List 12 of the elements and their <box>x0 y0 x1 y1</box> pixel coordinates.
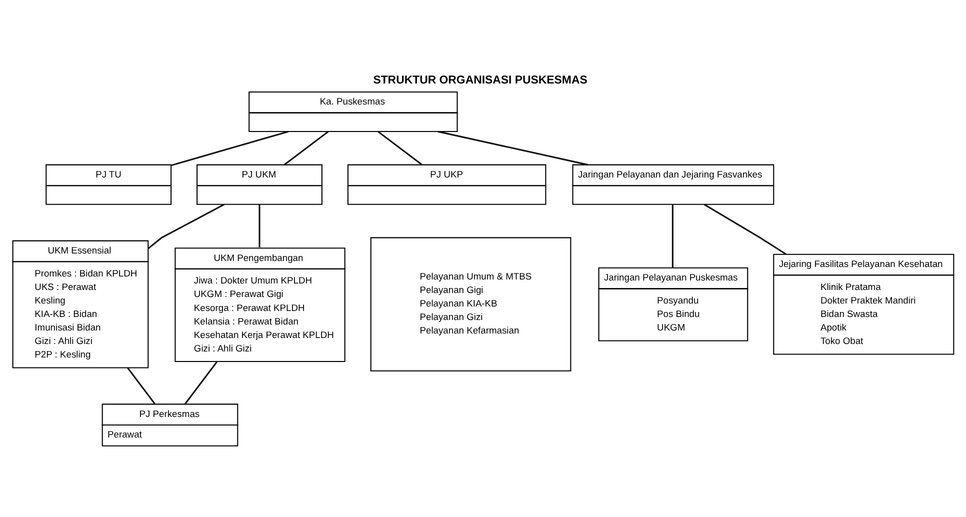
connector <box>438 130 588 166</box>
connector <box>126 367 156 405</box>
connector <box>184 360 218 405</box>
connector <box>704 204 787 255</box>
connector <box>171 130 288 166</box>
connector <box>378 131 422 166</box>
connector <box>284 131 329 166</box>
connector <box>258 204 260 248</box>
diagram-title: STRUKTUR ORGANISASI PUSKESMAS <box>373 74 588 86</box>
connector <box>672 204 674 268</box>
connector <box>148 204 225 250</box>
node-box: Pelayanan Umum & MTBS Pelayanan Gigi Pelayanan KIA-KB Pelayanan Gizi Pelayanan Kefarmasian <box>370 237 572 372</box>
